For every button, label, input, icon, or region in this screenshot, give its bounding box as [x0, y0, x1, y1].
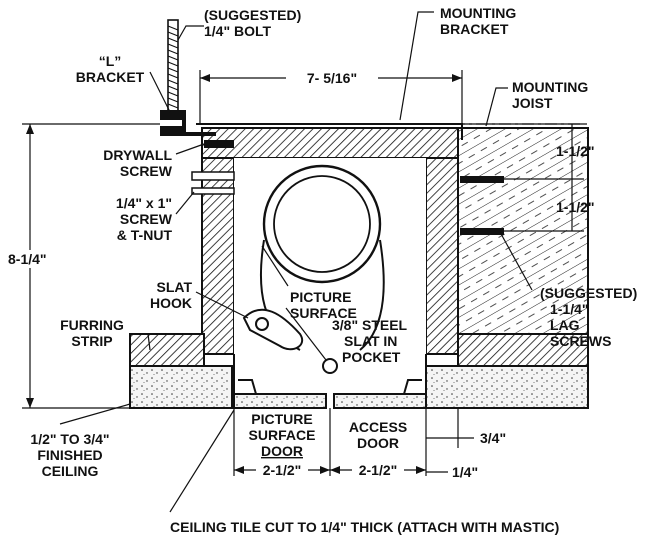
svg-text:SCREW: SCREW — [120, 163, 173, 179]
svg-text:BRACKET: BRACKET — [76, 69, 145, 85]
suggested-bolt — [160, 19, 186, 136]
svg-text:(SUGGESTED): (SUGGESTED) — [540, 285, 637, 301]
svg-text:1-1/4": 1-1/4" — [550, 301, 589, 317]
label-l-bracket: “L” BRACKET — [76, 53, 145, 85]
svg-text:STRIP: STRIP — [71, 333, 112, 349]
label-access-door: ACCESS DOOR — [349, 419, 407, 451]
door-right-width-label: 2-1/2" — [359, 462, 398, 478]
width-dimension: 7- 5/16" — [199, 70, 463, 124]
svg-text:(SUGGESTED): (SUGGESTED) — [204, 7, 301, 23]
svg-text:SURFACE: SURFACE — [290, 305, 357, 321]
furring-strip-left — [129, 333, 205, 367]
access-door — [333, 354, 427, 409]
svg-text:CEILING: CEILING — [42, 463, 99, 479]
svg-text:MOUNTING: MOUNTING — [512, 79, 588, 95]
svg-text:FINISHED: FINISHED — [37, 447, 102, 463]
svg-text:1/2" TO 3/4": 1/2" TO 3/4" — [30, 431, 109, 447]
label-slat-hook: SLAT HOOK — [150, 279, 192, 311]
label-finished-ceiling: 1/2" TO 3/4" FINISHED CEILING — [30, 431, 109, 479]
svg-text:SLAT IN: SLAT IN — [344, 333, 397, 349]
svg-text:DOOR: DOOR — [261, 443, 303, 459]
svg-text:DRYWALL: DRYWALL — [103, 147, 172, 163]
label-mounting-bracket: MOUNTING BRACKET — [440, 5, 516, 37]
roller-tube — [262, 164, 382, 284]
svg-text:POCKET: POCKET — [342, 349, 401, 365]
furring-strip-right — [457, 333, 589, 367]
label-steel-slat: 3/8" STEEL SLAT IN POCKET — [332, 317, 408, 365]
svg-text:SCREW: SCREW — [120, 211, 173, 227]
label-suggested-bolt: (SUGGESTED) 1/4" BOLT — [204, 7, 301, 39]
svg-text:MOUNTING: MOUNTING — [440, 5, 516, 21]
svg-text:PICTURE: PICTURE — [251, 411, 312, 427]
lag-upper-label: 1-1/2" — [556, 143, 595, 159]
svg-text:FURRING: FURRING — [60, 317, 124, 333]
leader-lines — [59, 11, 533, 513]
width-dimension-label: 7- 5/16" — [307, 70, 357, 86]
label-picture-surface: PICTURE SURFACE — [290, 289, 357, 321]
door-width-dimensions: 2-1/2" 2-1/2" 1/4" — [233, 408, 478, 480]
label-drywall-screw: DRYWALL SCREW — [103, 147, 172, 179]
screw-t-nut — [191, 171, 235, 195]
svg-text:SCREWS: SCREWS — [550, 333, 611, 349]
label-furring-strip: FURRING STRIP — [60, 317, 124, 349]
height-dimension: 8-1/4" — [6, 123, 160, 409]
lag-screws — [460, 176, 504, 235]
svg-text:& T-NUT: & T-NUT — [117, 227, 173, 243]
svg-text:SLAT: SLAT — [156, 279, 192, 295]
label-screw-t-nut: 1/4" x 1" SCREW & T-NUT — [116, 195, 173, 243]
svg-text:PICTURE: PICTURE — [290, 289, 351, 305]
steel-slat — [322, 358, 338, 374]
svg-text:SURFACE: SURFACE — [249, 427, 316, 443]
door-left-width-label: 2-1/2" — [263, 462, 302, 478]
svg-text:1/4" BOLT: 1/4" BOLT — [204, 23, 272, 39]
picture-surface-door — [233, 354, 327, 409]
svg-text:1/4" x 1": 1/4" x 1" — [116, 195, 172, 211]
side-gap-dimension: 3/4" — [426, 408, 506, 448]
lag-lower-label: 1-1/2" — [556, 199, 595, 215]
label-mounting-joist: MOUNTING JOIST — [512, 79, 588, 111]
label-lag-screws: (SUGGESTED) 1-1/4" LAG SCREWS — [540, 285, 637, 349]
svg-text:LAG: LAG — [550, 317, 580, 333]
drywall-screw — [204, 140, 234, 148]
caption: CEILING TILE CUT TO 1/4" THICK (ATTACH W… — [170, 519, 559, 535]
slat-hook — [242, 308, 303, 351]
svg-text:JOIST: JOIST — [512, 95, 553, 111]
label-picture-surface-door: PICTURE SURFACE DOOR — [249, 411, 316, 459]
svg-text:3/8" STEEL: 3/8" STEEL — [332, 317, 408, 333]
svg-text:BRACKET: BRACKET — [440, 21, 509, 37]
picture-surface-right — [359, 239, 385, 351]
height-dimension-label: 8-1/4" — [8, 251, 47, 267]
lag-spacing-dimension: 1-1/2" 1-1/2" — [460, 123, 595, 232]
side-gap-label: 3/4" — [480, 430, 506, 446]
quarter-gap-label: 1/4" — [452, 464, 478, 480]
svg-text:DOOR: DOOR — [357, 435, 399, 451]
svg-text:HOOK: HOOK — [150, 295, 192, 311]
svg-text:ACCESS: ACCESS — [349, 419, 407, 435]
housing-body — [201, 127, 459, 355]
svg-text:“L”: “L” — [99, 53, 122, 69]
finished-ceiling — [129, 365, 589, 409]
